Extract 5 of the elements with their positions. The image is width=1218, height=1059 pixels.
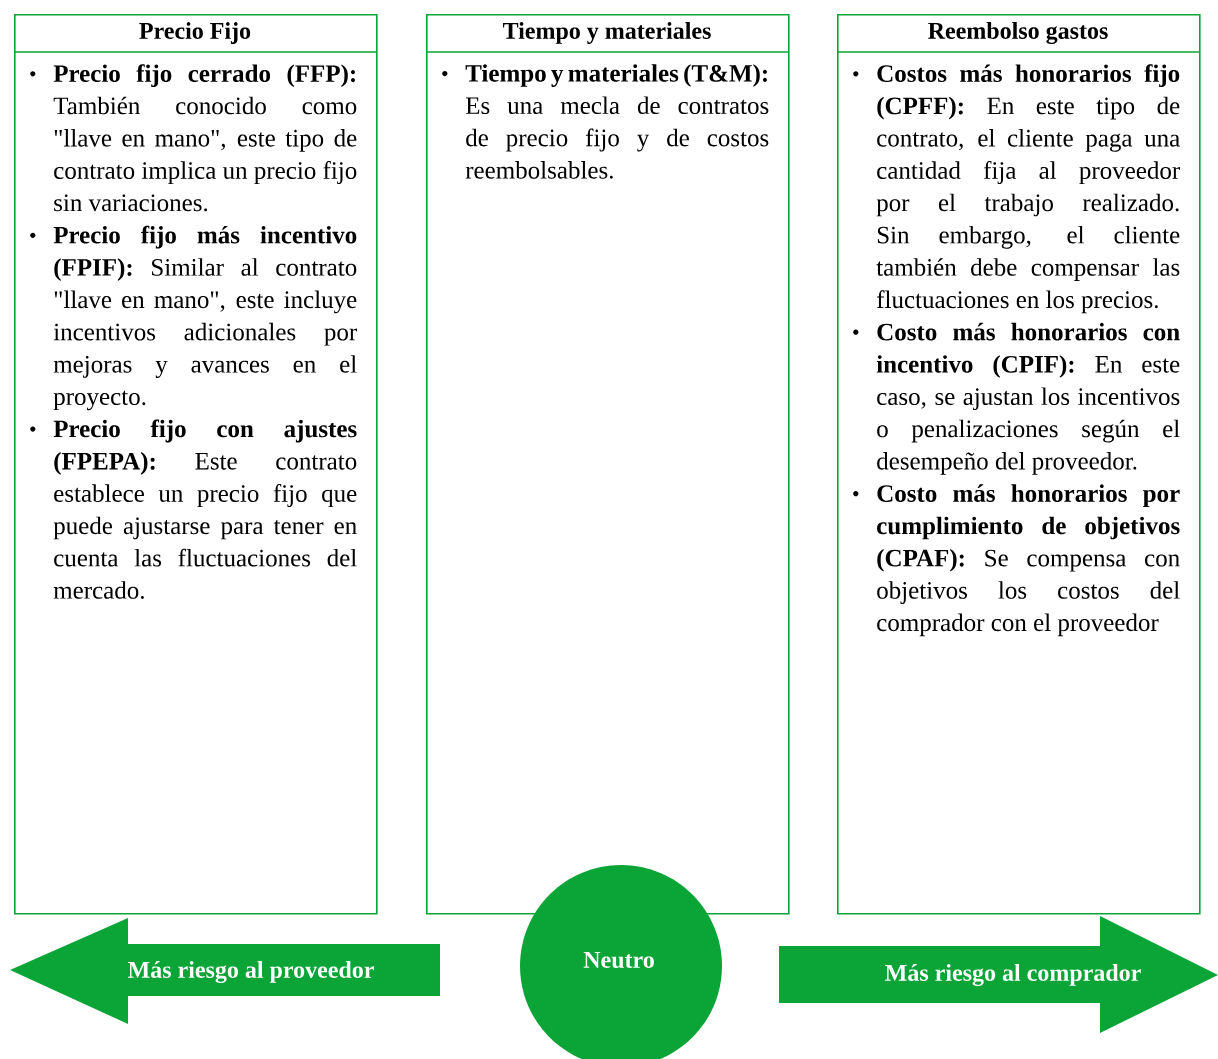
column-box: Precio Fijo Precio fijo cerrado (FFP): También conocido como "llave en mano", este tipo de contrato implica un precio fijo sin variaciones. Precio fijo más incentivo (FPIF): Similar al contrato "llave en mano", este incluye incentivos adicionales por mejoras y avances en el proyecto. Precio fijo con ajustes (FPEPA): Este contrato establece un precio fijo que puede ajustarse para tener en cuenta las fluctuaciones del mercado. [13, 14, 378, 915]
column-box: Tiempo y materiales Tiempo y materiales (T&M): Es una mecla de contratos de precio fijo y de costos reembolsables. [425, 14, 790, 915]
column-box: Reembolso gastos Costos más honorarios fijo (CPFF): En este tipo de contrato, el cliente paga una cantidad fija al proveedor por el trabajo realizado. Sin embargo, el cliente también debe compensar las fluctuaciones en los precios. Costo más honorarios con incentivo (CPIF): En este caso, se ajustan los incentivos o penalizaciones según el desempeño del proveedor. Costo más honorarios por cumplimiento de objetivos (CPAF): Se compensa con objetivos los costos del comprador con el proveedor [836, 14, 1201, 915]
arrow-banner: Más riesgo al comprador [779, 916, 1218, 1033]
arrow-banner: Más riesgo al proveedor [10, 918, 440, 1024]
